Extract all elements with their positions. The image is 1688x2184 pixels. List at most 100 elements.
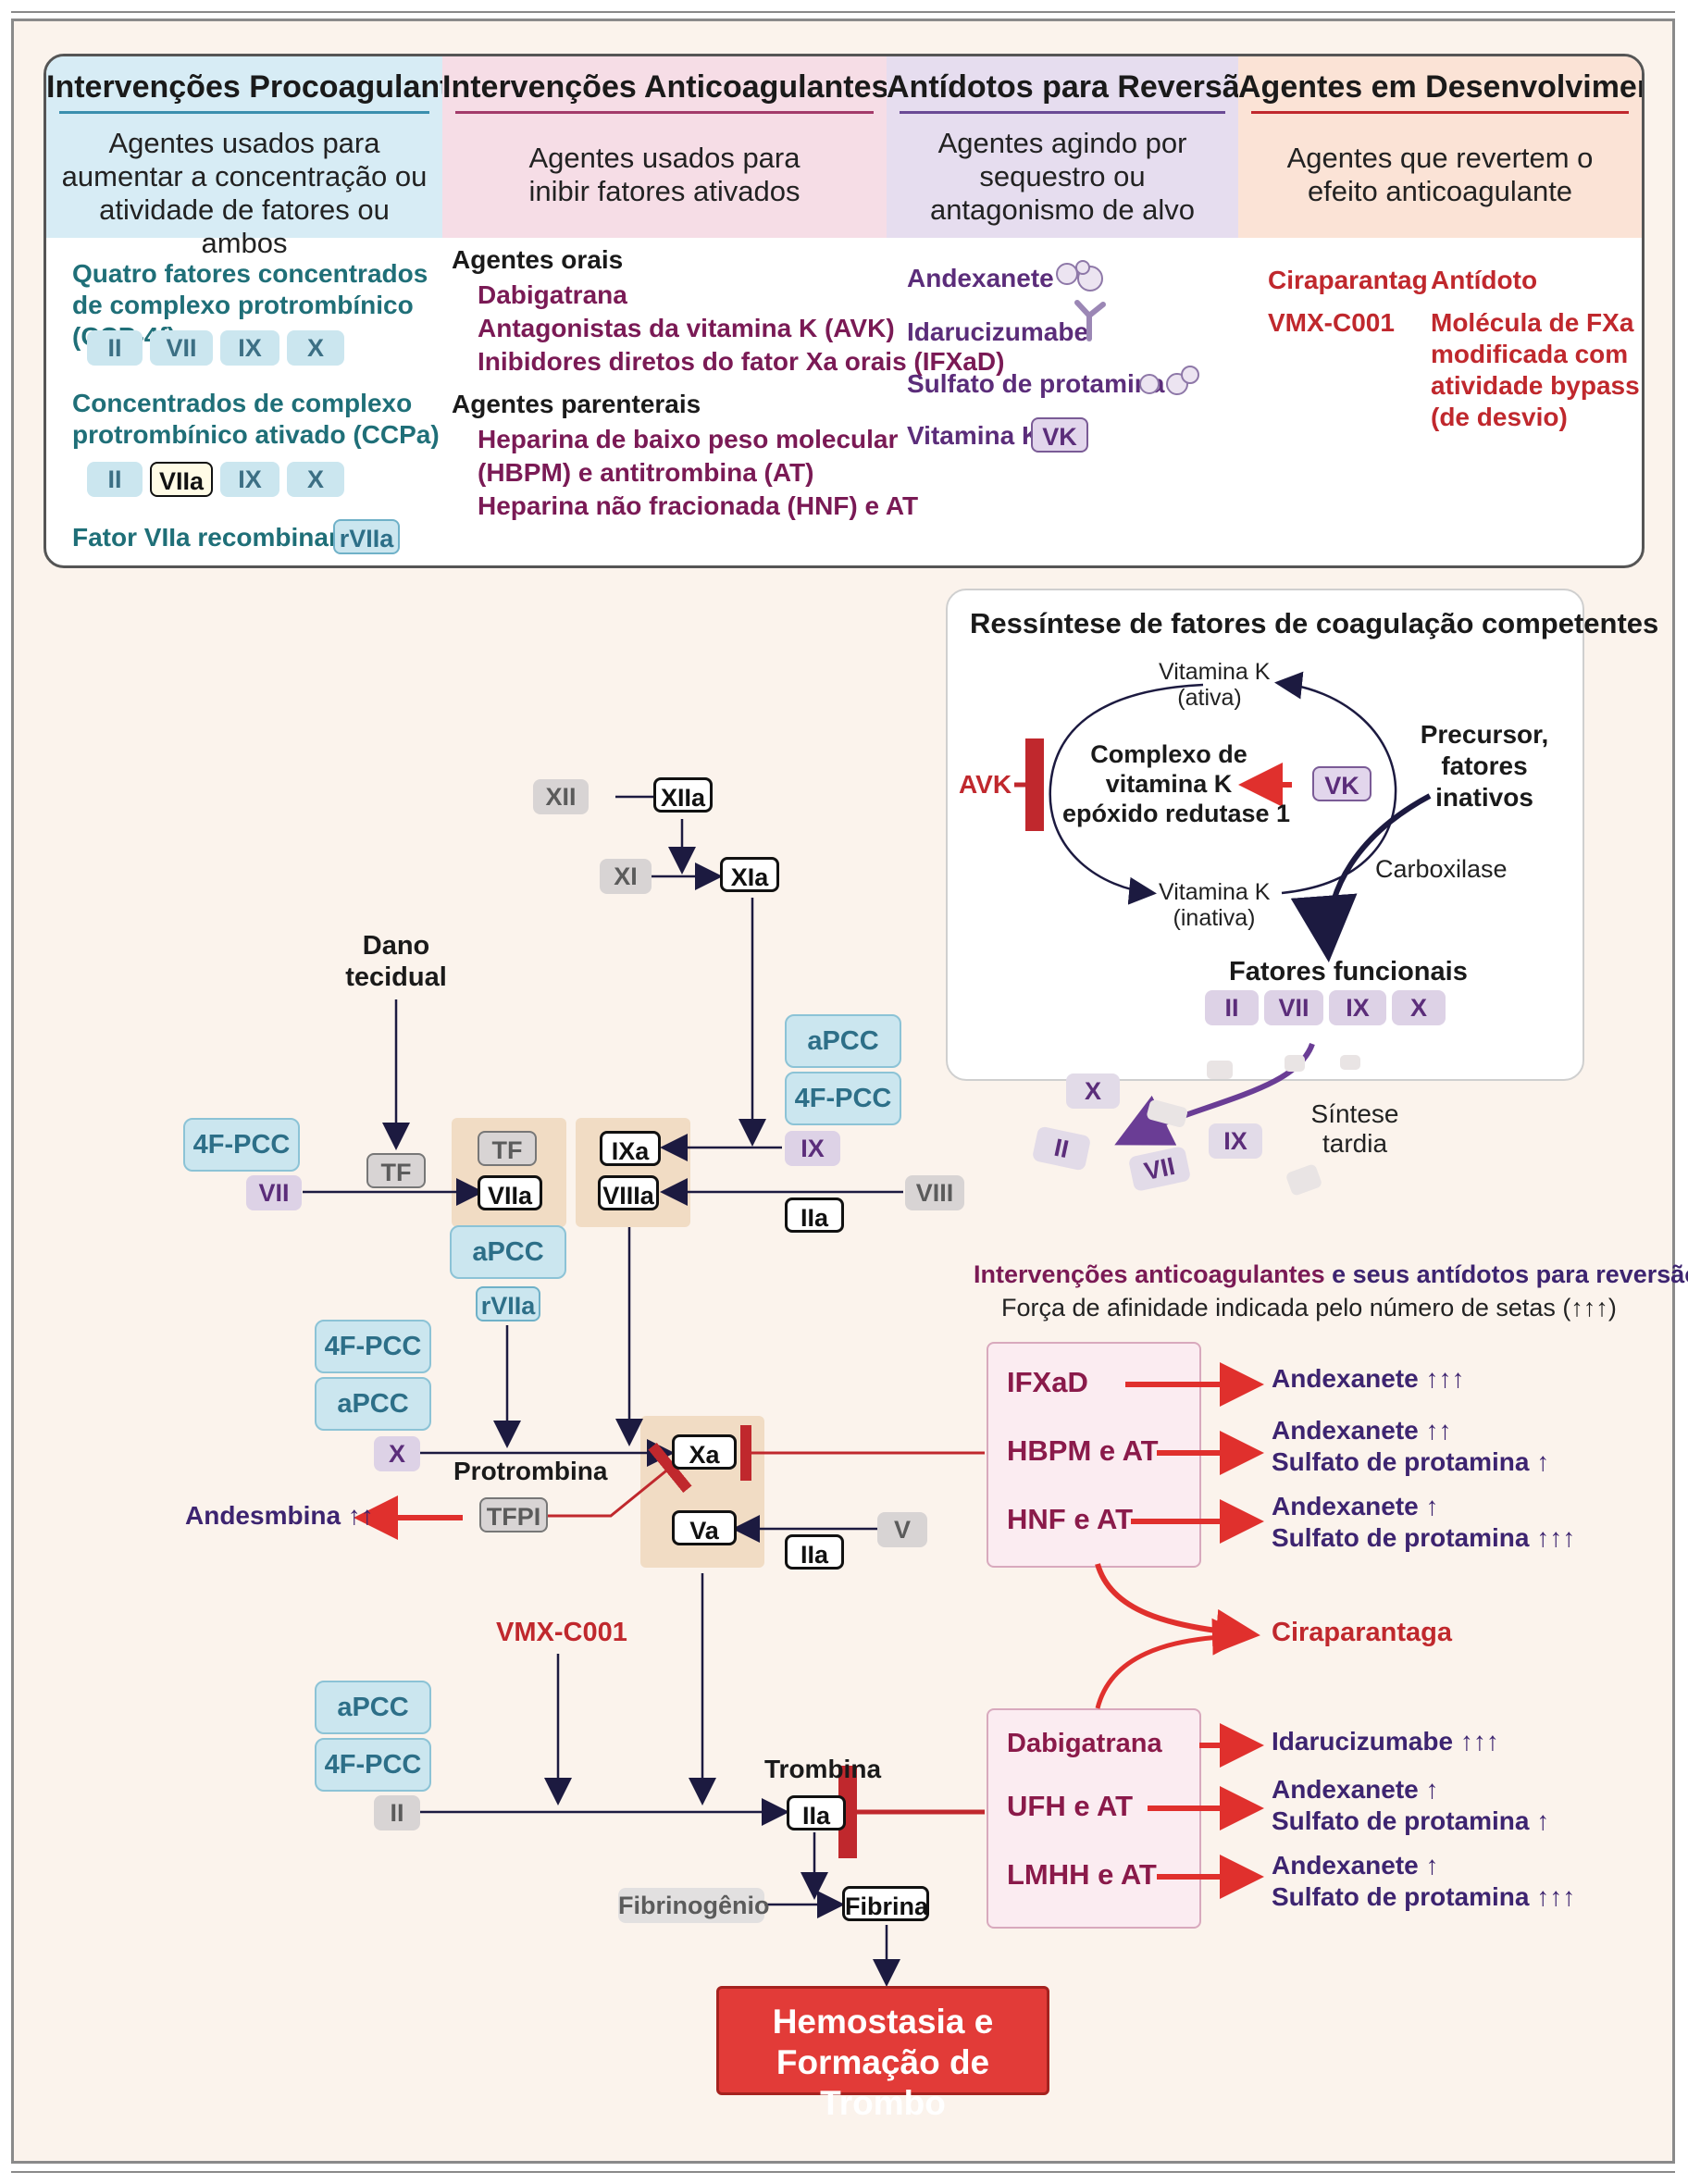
agent-hbpm: HBPM e AT (1007, 1434, 1159, 1467)
antidote-andexanete: Andexanete (907, 264, 1054, 292)
complex-tf: TF (478, 1131, 537, 1166)
precursor-line-1: Precursor, (1420, 720, 1549, 749)
agent-dabigatrana: Dabigatrana (1007, 1729, 1162, 1758)
apcc-box-ix-1: aPCC (785, 1014, 901, 1068)
ccpa-label: Concentrados de complexo protrombínico a… (72, 389, 440, 449)
apcc-box-ii: aPCC (315, 1681, 431, 1734)
ccp4f-factor-vii: VII (150, 330, 213, 366)
parenteral-agents-heading: Agentes parenterais (452, 390, 701, 418)
ciraparantag-arrow-bottom (1095, 1618, 1249, 1709)
late-synthesis-fragments (1147, 1055, 1360, 1196)
antidote-lmhh-2: Sulfato de protamina ↑↑↑ (1272, 1882, 1576, 1911)
protamine-icon (1139, 366, 1199, 395)
factor-viiia: VIIIa (598, 1175, 659, 1210)
development-title: Agentes em Desenvolvimento (1238, 69, 1645, 105)
procoagulant-title: Intervenções Procoagulantes (46, 69, 486, 105)
procoagulant-subtitle: Agentes usados para aumentar a concentra… (61, 127, 428, 259)
carboxylase-arrow (1290, 793, 1432, 962)
factor-x: X (374, 1436, 420, 1471)
rviia-chip-cascade: rVIIa (476, 1286, 540, 1322)
apcc-box-viia: aPCC (450, 1225, 566, 1279)
agent-ufh: UFH e AT (1007, 1790, 1134, 1822)
antidote-ufh-1: Andexanete ↑ (1272, 1775, 1439, 1804)
factor-ii: II (374, 1795, 420, 1830)
fibrinogen: Fibrinogênio (618, 1888, 769, 1923)
vk-cycle-chip: VK (1312, 766, 1372, 801)
dev-ciraparantag: Ciraparantag (1268, 266, 1428, 294)
precursor-line-3: inativos (1435, 783, 1533, 812)
dev-antidote-title: Antídoto (1431, 266, 1538, 294)
resynthesis-title: Ressíntese de fatores de coagulação comp… (970, 607, 1659, 639)
reversal-title: Intervenções anticoagulantes e seus antí… (974, 1260, 1688, 1289)
thrombin-label: Trombina (764, 1755, 882, 1783)
functional-factor-ii: II (1205, 990, 1259, 1025)
parenteral-agent-hbpm-1: Heparina de baixo peso molecular (478, 425, 899, 453)
procoagulant-header: Intervenções Procoagulantes Agentes usad… (46, 56, 486, 259)
vk-inactive-sub: (inativa) (1173, 905, 1256, 931)
factor-viia: VIIa (478, 1175, 542, 1210)
parenteral-agent-hnf: Heparina não fracionada (HNF) e AT (478, 491, 919, 520)
tissue-damage-line-2: tecidual (345, 962, 447, 992)
factor-xia: XIa (720, 857, 779, 892)
precursor-line-2: fatores (1441, 751, 1528, 780)
oral-agent-dabigatrana: Dabigatrana (478, 280, 627, 309)
antidote-hbpm-2: Sulfato de protamina ↑ (1272, 1447, 1550, 1476)
ccpa-factor-x: X (287, 462, 344, 497)
reversal-title-b: e seus antídotos para reversão (1324, 1260, 1688, 1288)
hemostasis-box: Hemostasia e Formação de Trombo (716, 1986, 1049, 2122)
functional-factor-ix: IX (1329, 990, 1386, 1025)
andexanete-molecule-icon (1056, 260, 1103, 292)
antidote-hnf-1: Andexanete ↑ (1272, 1492, 1439, 1520)
ccp4f-factor-ii: II (87, 330, 143, 366)
rviia-chip: rVIIa (333, 519, 400, 554)
procoagulant-rule (59, 111, 429, 114)
agent-lmhh: LMHH e AT (1007, 1858, 1157, 1891)
hemostasis-line-1: Hemostasia e (772, 2003, 994, 2041)
agent-ifxad: IFXaD (1007, 1366, 1088, 1398)
factor-xii: XII (533, 779, 589, 814)
antidote-subtitle: Agentes agindo por sequestro ou antagoni… (929, 127, 1196, 226)
dev-antidote-line-2: modificada com (1431, 340, 1629, 368)
hemostasis-line-2: Formação de Trombo (776, 2043, 990, 2122)
tfpi-inhibition-line (548, 1442, 692, 1518)
ciraparantag-arrow-top (1095, 1563, 1260, 1654)
ccpa-factor-viia: VIIa (150, 462, 213, 497)
dev-antidote-line-3: atividade bypass (1431, 371, 1640, 400)
oral-agent-ifxad: Inibidores diretos do fator Xa orais (IF… (478, 347, 1005, 376)
anticoagulant-rule (455, 111, 874, 114)
vk-active-label: Vitamina K (1159, 659, 1271, 685)
ccp4f-factor-ix: IX (220, 330, 279, 366)
late-factor-ix: IX (1209, 1123, 1262, 1159)
antidote-hbpm-1: Andexanete ↑↑ (1272, 1416, 1452, 1445)
ciraparantaga-label: Ciraparantaga (1272, 1618, 1453, 1647)
factor-tf: TF (366, 1153, 426, 1188)
antibody-icon (1074, 300, 1106, 341)
fibrin: Fibrina (842, 1886, 929, 1921)
dev-vmx-c001: VMX-C001 (1268, 308, 1395, 337)
late-synthesis-line-2: tardia (1322, 1129, 1388, 1158)
apcc-box-x: aPCC (315, 1377, 431, 1431)
complex-line-1: Complexo de (1090, 740, 1247, 768)
ccpa-factor-ix: IX (220, 462, 279, 497)
reversal-title-a: Intervenções anticoagulantes (974, 1260, 1325, 1288)
development-subtitle: Agentes que revertem o efeito anticoagul… (1286, 142, 1594, 207)
vk-active-sub: (ativa) (1177, 685, 1242, 711)
antidote-dabigatrana-1: Idarucizumabe ↑↑↑ (1272, 1727, 1499, 1756)
4fpcc-box-vii: 4F-PCC (183, 1118, 300, 1172)
antidote-ifxad-1: Andexanete ↑↑↑ (1272, 1364, 1465, 1393)
prothrombin-label: Protrombina (453, 1457, 608, 1485)
factor-xa: Xa (672, 1434, 737, 1470)
vmx-c001-label: VMX-C001 (496, 1618, 627, 1647)
antidote-icons (1056, 260, 1199, 395)
tissue-damage-line-1: Dano (362, 931, 430, 961)
anticoagulant-title: Intervenções Anticoagulantes (442, 69, 889, 105)
factor-ixa: IXa (600, 1131, 661, 1166)
antidote-header: Antídotos para Reversão Agentes agindo p… (887, 56, 1260, 238)
vk-chip: VK (1031, 417, 1088, 453)
antidote-hnf-2: Sulfato de protamina ↑↑↑ (1272, 1523, 1576, 1552)
factor-iia-v: IIa (785, 1534, 844, 1570)
oral-agents-heading: Agentes orais (452, 245, 624, 274)
antidote-title: Antídotos para Reversão (887, 69, 1260, 105)
carboxylase-label: Carboxilase (1375, 855, 1508, 883)
late-synthesis-line-1: Síntese (1310, 1099, 1399, 1128)
